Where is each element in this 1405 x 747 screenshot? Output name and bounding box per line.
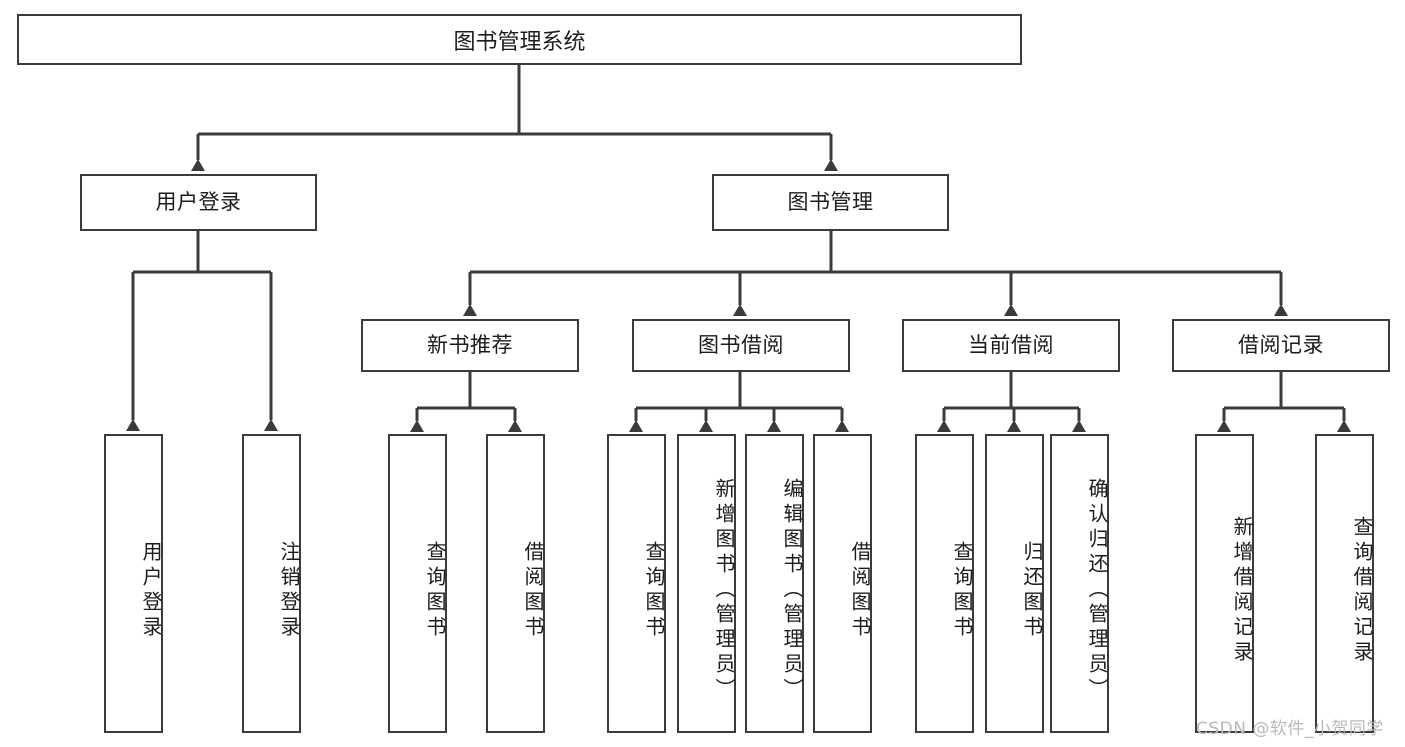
- node-leaf-query-record[interactable]: 查询借阅记录: [1315, 434, 1374, 733]
- node-book-manage-label: 图书管理: [787, 189, 874, 214]
- node-leaf-add-record-label: 新增借阅记录: [1230, 515, 1254, 666]
- node-leaf-logout[interactable]: 注销登录: [242, 434, 301, 733]
- node-leaf-edit-book-label: 编辑图书（管理员）: [780, 478, 804, 703]
- node-leaf-borrow-book-2[interactable]: 借阅图书: [813, 434, 872, 733]
- node-new-book-rec[interactable]: 新书推荐: [361, 319, 579, 372]
- node-leaf-return-book[interactable]: 归还图书: [985, 434, 1044, 733]
- node-leaf-query-book-1-label: 查询图书: [423, 540, 447, 641]
- node-leaf-logout-label: 注销登录: [277, 540, 301, 641]
- node-leaf-query-book-3-label: 查询图书: [950, 540, 974, 641]
- node-leaf-confirm-return-label: 确认归还（管理员）: [1085, 478, 1109, 703]
- node-leaf-confirm-return[interactable]: 确认归还（管理员）: [1050, 434, 1109, 733]
- node-user-login[interactable]: 用户登录: [80, 174, 317, 231]
- node-book-borrow-label: 图书借阅: [698, 332, 784, 357]
- node-leaf-query-book-3[interactable]: 查询图书: [915, 434, 974, 733]
- node-root-system[interactable]: 图书管理系统: [17, 14, 1022, 65]
- node-leaf-add-book[interactable]: 新增图书（管理员）: [677, 434, 736, 733]
- node-book-borrow[interactable]: 图书借阅: [632, 319, 850, 372]
- node-new-book-rec-label: 新书推荐: [427, 332, 513, 357]
- node-borrow-record-label: 借阅记录: [1238, 332, 1324, 357]
- node-leaf-add-record[interactable]: 新增借阅记录: [1195, 434, 1254, 733]
- node-leaf-query-book-2[interactable]: 查询图书: [607, 434, 666, 733]
- node-leaf-user-login-label: 用户登录: [139, 540, 163, 641]
- node-leaf-query-book-1[interactable]: 查询图书: [388, 434, 447, 733]
- node-leaf-query-book-2-label: 查询图书: [642, 540, 666, 641]
- node-borrow-record[interactable]: 借阅记录: [1172, 319, 1390, 372]
- node-book-manage[interactable]: 图书管理: [712, 174, 949, 231]
- node-leaf-edit-book[interactable]: 编辑图书（管理员）: [745, 434, 804, 733]
- node-root-label: 图书管理系统: [453, 29, 586, 55]
- node-leaf-borrow-book-2-label: 借阅图书: [848, 540, 872, 641]
- node-user-login-label: 用户登录: [155, 189, 242, 214]
- node-leaf-user-login[interactable]: 用户登录: [104, 434, 163, 733]
- node-leaf-borrow-book-1-label: 借阅图书: [521, 540, 545, 641]
- node-leaf-add-book-label: 新增图书（管理员）: [712, 478, 736, 703]
- csdn-watermark: CSDN @软件_小贺同学: [1196, 719, 1384, 739]
- node-leaf-query-record-label: 查询借阅记录: [1350, 515, 1374, 666]
- node-leaf-return-book-label: 归还图书: [1020, 540, 1044, 641]
- node-current-borrow[interactable]: 当前借阅: [902, 319, 1120, 372]
- node-leaf-borrow-book-1[interactable]: 借阅图书: [486, 434, 545, 733]
- node-current-borrow-label: 当前借阅: [968, 332, 1054, 357]
